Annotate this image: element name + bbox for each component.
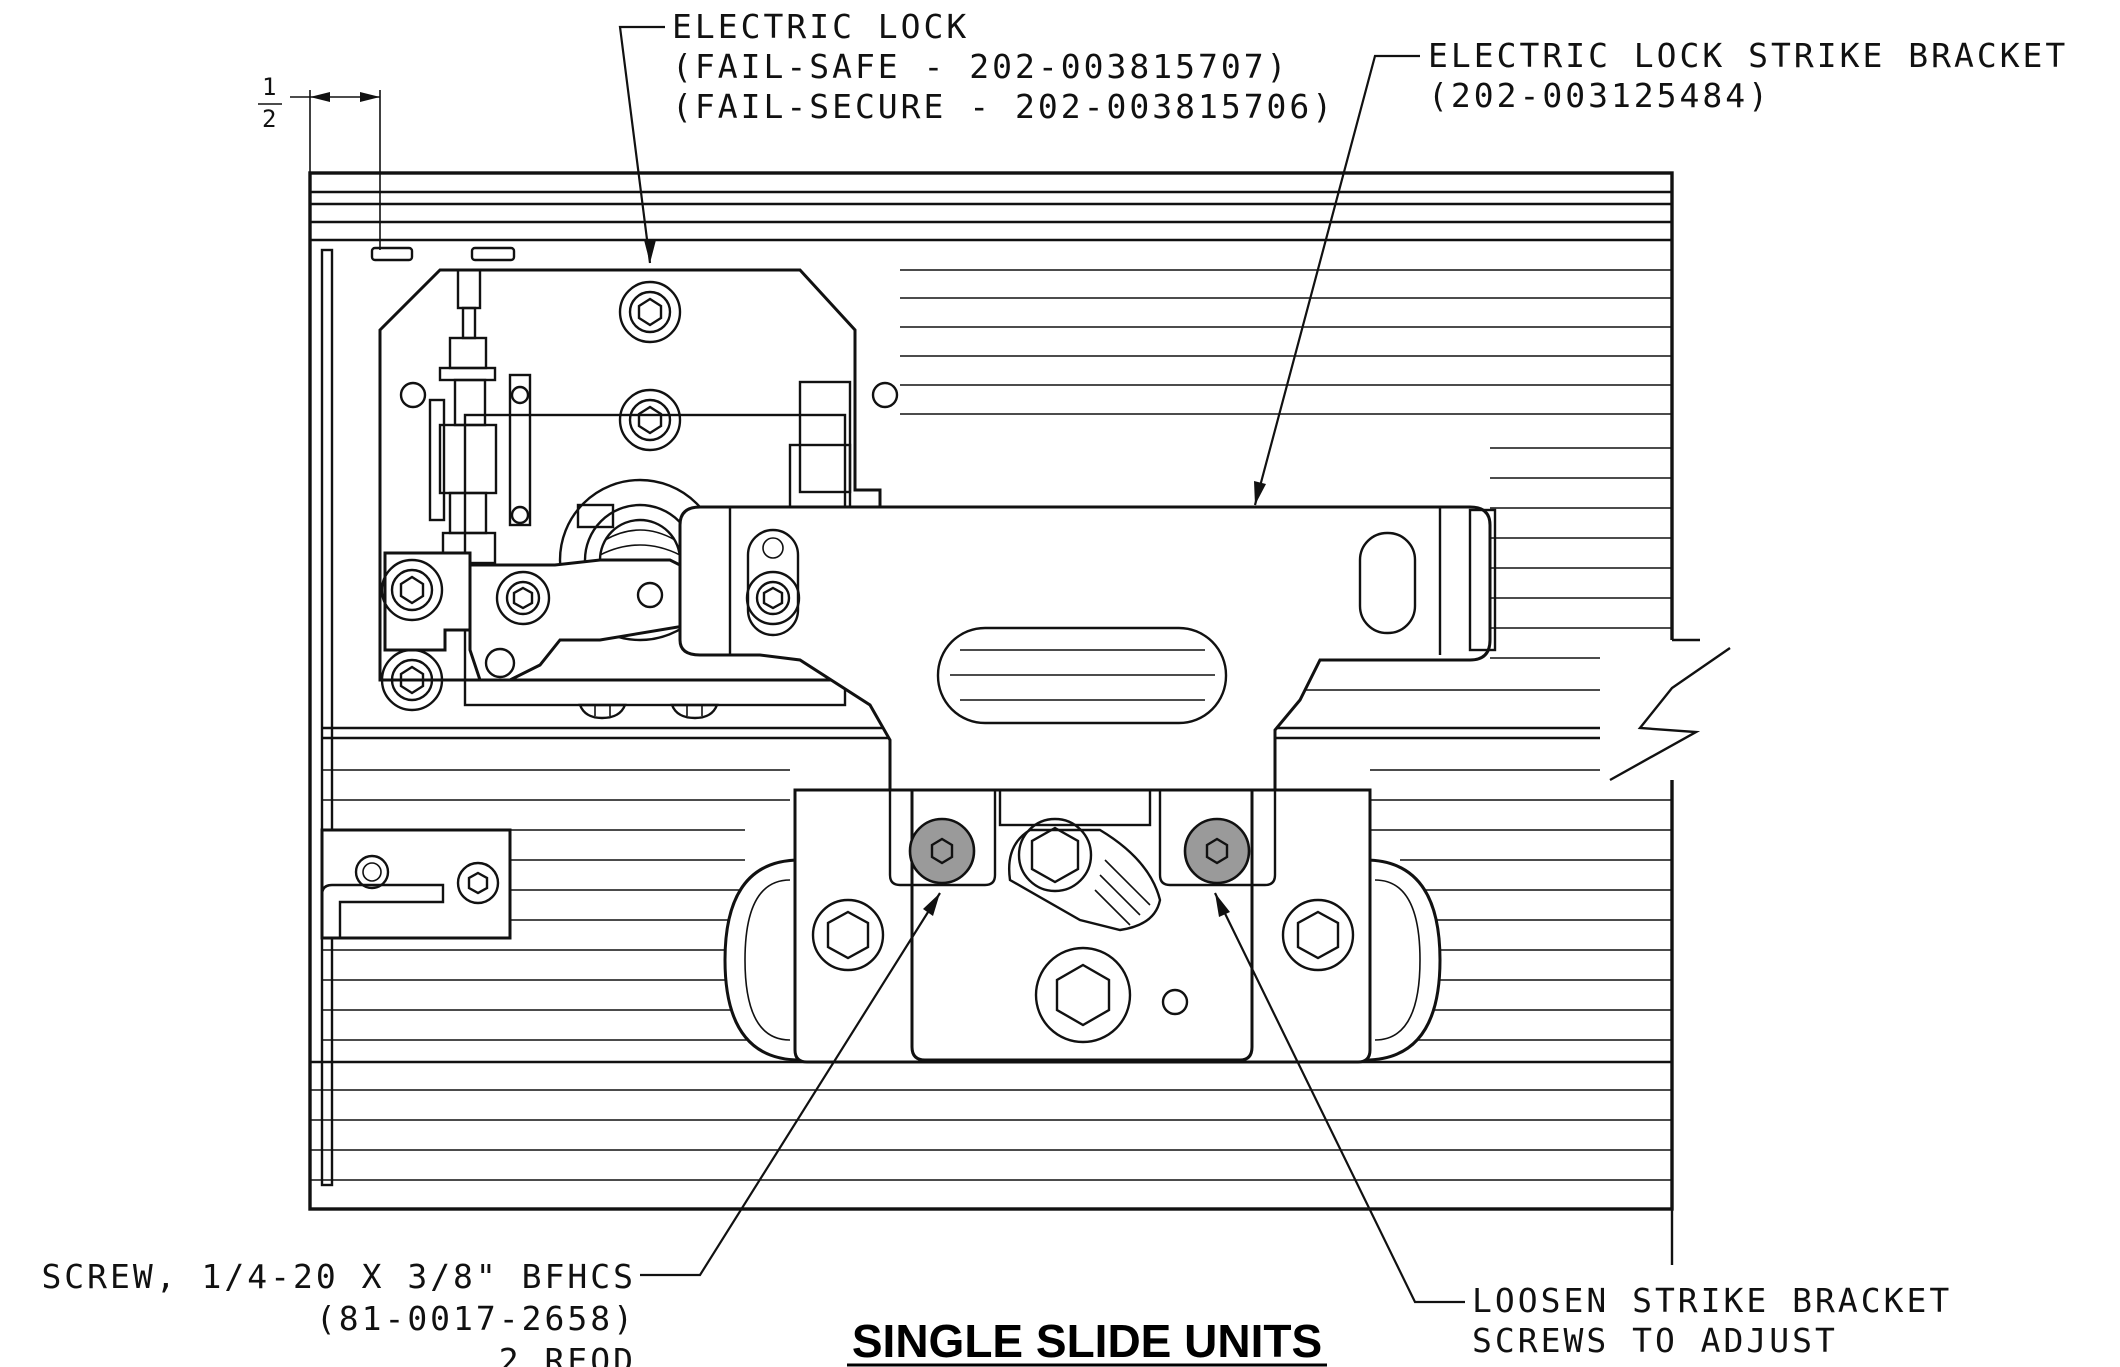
strike-bracket [678,505,1497,792]
drawing-title: SINGLE SLIDE UNITS [852,1315,1322,1367]
label-electric-lock-line1: ELECTRIC LOCK [672,7,969,46]
strike-bracket-screw [908,817,976,885]
label-strike-bracket: ELECTRIC LOCK STRIKE BRACKET (202-003125… [1428,36,2068,115]
leader-lines [618,25,1465,1304]
label-electric-lock: ELECTRIC LOCK (FAIL-SAFE - 202-003815707… [672,7,1335,126]
dimension-numerator: 1 [262,73,276,101]
label-screw: SCREW, 1/4-20 X 3/8" BFHCS (81-0017-2658… [41,1257,636,1367]
label-screw-line1: SCREW, 1/4-20 X 3/8" BFHCS [41,1257,636,1296]
label-strike-bracket-line1: ELECTRIC LOCK STRIKE BRACKET [1428,36,2068,75]
height-adjustment-cam [1008,817,1162,932]
carriage [723,788,1442,1064]
label-adjust-note-line2: SCREWS TO ADJUST [1472,1321,1838,1360]
lock-mounting-screw [618,280,682,344]
carriage-bolt [811,898,885,972]
label-strike-bracket-line2: (202-003125484) [1428,76,1771,115]
label-adjust-note: LOOSEN STRIKE BRACKET SCREWS TO ADJUST [1472,1281,1952,1360]
label-adjust-note-line1: LOOSEN STRIKE BRACKET [1472,1281,1952,1320]
label-electric-lock-line3: (FAIL-SECURE - 202-003815706) [672,87,1335,126]
lock-mounting-screw [618,388,682,452]
break-line [1600,173,1731,1265]
dimension-denominator: 2 [262,105,276,133]
latch-screw [380,558,444,622]
lower-left-bracket [320,828,512,940]
latch-screw [380,648,444,712]
label-electric-lock-line2: (FAIL-SAFE - 202-003815707) [672,47,1289,86]
label-screw-line3: 2 REQD [499,1341,636,1367]
strike-bracket-screw [1183,817,1251,885]
height-adjustment-bolt [1034,946,1132,1044]
carriage-bolt [1281,898,1355,972]
solenoid [428,268,532,565]
label-screw-line2: (81-0017-2658) [316,1299,636,1338]
dimension-half-inch [258,90,381,250]
